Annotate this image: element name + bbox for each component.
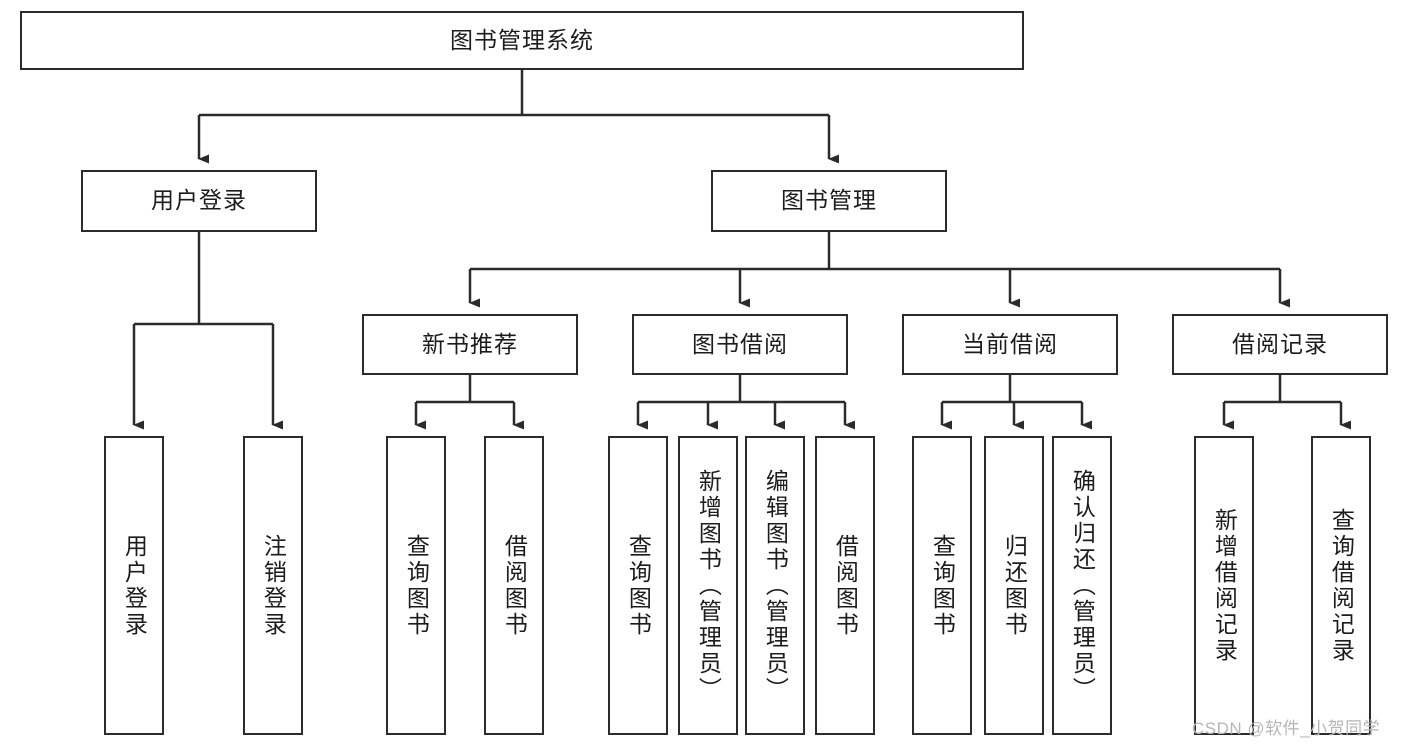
node-label: 确认归还（管理员） [1069, 468, 1096, 703]
node-leaf-logout[interactable]: 注销登录 [243, 436, 303, 735]
node-label: 新增图书（管理员） [695, 468, 722, 703]
node-label: 用户登录 [121, 533, 148, 638]
node-leaf-query-book-1[interactable]: 查询图书 [386, 436, 446, 735]
node-new-book-recommend[interactable]: 新书推荐 [362, 314, 578, 375]
node-label: 查询图书 [929, 533, 956, 638]
node-label: 图书借阅 [692, 330, 788, 357]
node-leaf-borrow-book-1[interactable]: 借阅图书 [484, 436, 544, 735]
node-leaf-return-book[interactable]: 归还图书 [984, 436, 1044, 735]
node-user-login[interactable]: 用户登录 [81, 170, 317, 232]
node-leaf-edit-book[interactable]: 编辑图书（管理员） [745, 436, 805, 735]
node-book-manage[interactable]: 图书管理 [711, 170, 947, 232]
node-leaf-borrow-book-2[interactable]: 借阅图书 [815, 436, 875, 735]
node-leaf-confirm-return[interactable]: 确认归还（管理员） [1052, 436, 1112, 735]
node-book-borrow[interactable]: 图书借阅 [632, 314, 848, 375]
node-label: 查询借阅记录 [1328, 507, 1355, 664]
node-leaf-query-book-2[interactable]: 查询图书 [608, 436, 668, 735]
node-leaf-user-login[interactable]: 用户登录 [104, 436, 164, 735]
node-leaf-add-book[interactable]: 新增图书（管理员） [678, 436, 738, 735]
node-label: 当前借阅 [962, 330, 1058, 357]
node-leaf-add-borrow-record[interactable]: 新增借阅记录 [1194, 436, 1254, 735]
node-leaf-query-borrow-record[interactable]: 查询借阅记录 [1311, 436, 1371, 735]
node-label: 查询图书 [625, 533, 652, 638]
node-label: 编辑图书（管理员） [762, 468, 789, 703]
node-label: 归还图书 [1001, 533, 1028, 638]
node-label: 注销登录 [260, 533, 287, 638]
node-label: 借阅图书 [832, 533, 859, 638]
node-leaf-query-book-3[interactable]: 查询图书 [912, 436, 972, 735]
node-label: 借阅记录 [1232, 330, 1328, 357]
node-label: 用户登录 [151, 187, 247, 214]
node-label: 新书推荐 [422, 330, 518, 357]
node-root[interactable]: 图书管理系统 [20, 11, 1024, 70]
node-label: 查询图书 [403, 533, 430, 638]
node-label: 图书管理系统 [450, 26, 594, 53]
node-current-borrow[interactable]: 当前借阅 [902, 314, 1118, 375]
node-borrow-record[interactable]: 借阅记录 [1172, 314, 1388, 375]
watermark-text: CSDN @软件_小贺同学 [1192, 719, 1381, 738]
node-label: 新增借阅记录 [1211, 507, 1238, 664]
node-label: 借阅图书 [501, 533, 528, 638]
node-label: 图书管理 [781, 187, 877, 214]
